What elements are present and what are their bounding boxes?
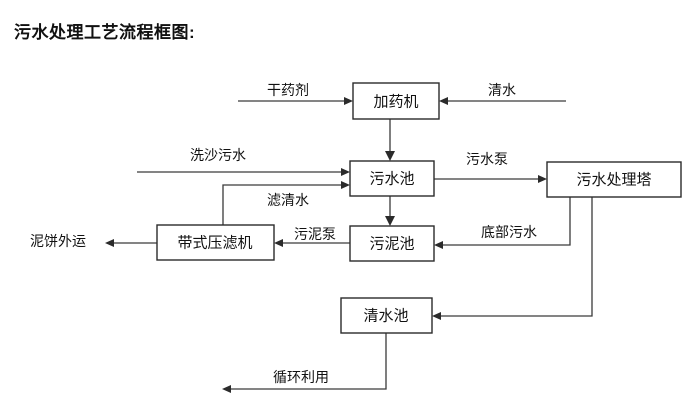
edge-treatment-tower-to-clean-water-pool [432, 197, 593, 320]
edge-label-sludge-pump: 污泥泵 [294, 226, 336, 242]
edge-sand-wash-sewage-to-sewage-pool [137, 168, 350, 176]
edge-dosing-machine-to-sewage-pool [385, 119, 395, 161]
node-label-sewage-pool: 污水池 [369, 171, 414, 188]
edge-label-recycle-use: 循环利用 [273, 369, 329, 385]
node-treatment-tower[interactable]: 污水处理塔 [546, 161, 682, 198]
edge-sewage-pool-to-treatment-tower [434, 175, 547, 183]
node-label-belt-filter-press: 带式压滤机 [177, 235, 252, 252]
edge-label-filtered-water: 滤清水 [267, 192, 309, 208]
node-label-dosing-machine: 加药机 [373, 94, 418, 111]
node-label-clean-water-pool: 清水池 [363, 308, 408, 325]
edge-label-bottom-sewage: 底部污水 [481, 224, 537, 240]
node-sludge-pool[interactable]: 污泥池 [349, 225, 435, 262]
edge-label-dry-reagent: 干药剂 [267, 82, 309, 98]
page-title: 污水处理工艺流程框图: [14, 23, 196, 42]
node-dosing-machine[interactable]: 加药机 [352, 82, 440, 120]
edge-clean-water-pool-recycle [222, 333, 387, 393]
node-sewage-pool[interactable]: 污水池 [349, 160, 435, 197]
edge-label-sand-wash-sewage: 洗沙污水 [190, 147, 246, 163]
edge-label-mud-cake-out: 泥饼外运 [30, 233, 86, 249]
edge-label-sewage-pump: 污水泵 [466, 151, 508, 167]
node-belt-filter-press[interactable]: 带式压滤机 [156, 224, 275, 261]
edge-belt-filter-press-to-mud-cake [105, 239, 157, 247]
edge-filtered-water-to-sewage-pool [222, 181, 350, 225]
edge-sewage-pool-to-sludge-pool [385, 196, 395, 226]
node-label-sludge-pool: 污泥池 [369, 236, 414, 253]
edge-sludge-pool-to-belt-filter-press [274, 239, 350, 247]
node-label-treatment-tower: 污水处理塔 [576, 172, 651, 189]
edge-dry-reagent-to-dosing-machine [238, 97, 353, 105]
edge-label-clean-water-in: 清水 [488, 82, 516, 98]
edge-clean-water-to-dosing-machine [439, 97, 566, 105]
edge-bottom-sewage-to-sludge-pool [434, 197, 571, 249]
node-clean-water-pool[interactable]: 清水池 [340, 297, 433, 334]
